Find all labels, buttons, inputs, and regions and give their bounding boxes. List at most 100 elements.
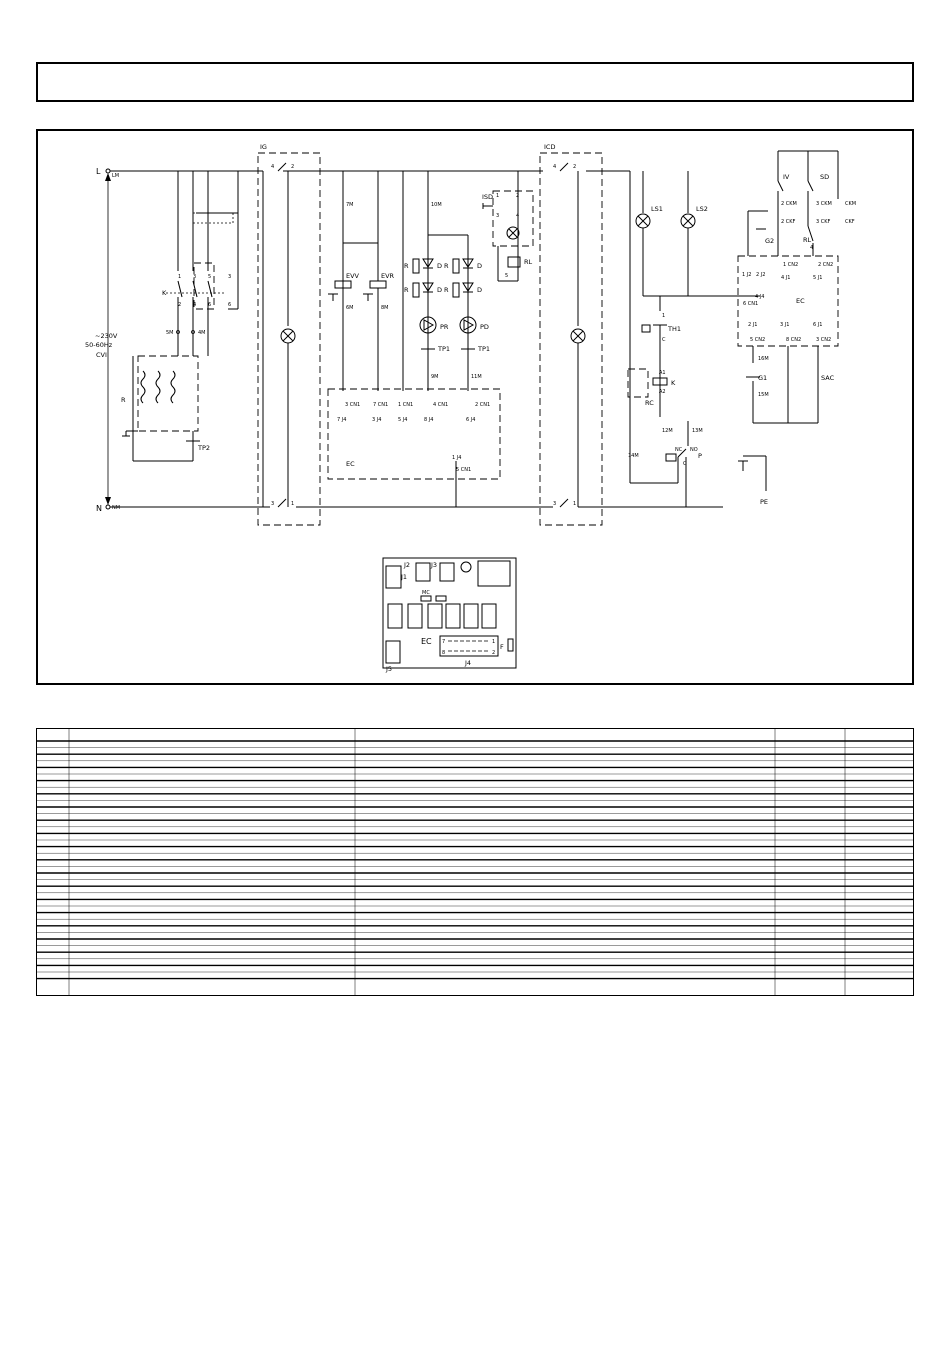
p-term-NO: NO [690,447,698,453]
ec-1CN1: 1 CN1 [398,402,413,408]
label-R: R [121,396,126,404]
title-box [36,62,914,102]
ec-5CN1: 5 CN1 [456,467,471,473]
PR-pump [419,316,437,334]
supply-section: L LM N NM ~230V 50-60Hz CVI [85,167,723,513]
th1-term-1: 1 [662,313,665,319]
heater-R-box [137,355,199,432]
label-RC: RC [645,399,654,407]
pcb-pin-2: 2 [492,650,495,656]
label-ISD: ISD [482,193,493,201]
label-D4: D [477,286,482,294]
label-R4: R [444,286,449,294]
legend-table [36,728,914,996]
label-K: K [162,289,167,297]
k-right-3: 3 [228,274,231,280]
pcb-connector-J2 [415,562,431,582]
p-term-C: C [683,461,687,467]
ec-4J4: 4 J4 [755,294,764,300]
ec-5J4: 5 J4 [398,417,407,423]
k-relay-A2: A2 [659,389,666,395]
label-G1: G1 [758,374,767,382]
terminal-L [105,168,111,174]
label-N: N [96,504,102,513]
wire-2CKF: 2 CKF [781,219,796,225]
ig-term-3: 3 [271,501,274,507]
p-term-NC: NC [675,447,683,453]
rl-term-4: 4 [810,245,813,251]
label-TP1-a: TP1 [437,345,450,353]
label-TP1-b: TP1 [477,345,490,353]
ec-6J4: 6 J4 [466,417,475,423]
label-LM: LM [112,173,119,179]
EC-board-left: 3 CN1 7 CN1 1 CN1 4 CN1 2 CN1 7 J4 3 J4 … [327,388,501,507]
k-contact-1: 1 [178,274,181,280]
wire-9M: 9M [431,374,439,380]
ec-2J1: 2 J1 [748,322,757,328]
k-contact-2: 2 [178,302,181,308]
label-D3: D [477,262,482,270]
th1-term-C: C [662,337,666,343]
ec-2CN2: 2 CN2 [818,262,833,268]
ig-term-2: 2 [291,164,294,170]
pcb-label-J3: J3 [430,561,437,569]
wire-CKM: CKM [845,201,856,207]
ec-3CN1: 3 CN1 [345,402,360,408]
ec-4CN1: 4 CN1 [433,402,448,408]
ig-term-1: 1 [291,501,294,507]
label-EVR: EVR [381,272,395,280]
ISD-box [492,190,534,247]
pcb-connector-J4 [439,635,499,657]
label-IG: IG [260,143,267,151]
label-R1: R [404,262,409,270]
ec-6CN1: 6 CN1 [743,301,758,307]
control-section-right: IV SD 2 CKM 3 CKM CKM 2 CKF 3 CKF CKF RL… [737,150,856,506]
ec-2CN1: 2 CN1 [475,402,490,408]
EC-board-right [737,255,839,347]
label-P: P [698,452,702,460]
isd-term-1: 1 [496,193,499,199]
pcb-pin-1: 1 [492,639,495,645]
icd-term-1: 1 [573,501,576,507]
label-PD: PD [480,323,489,331]
label-D1: D [437,262,442,270]
label-PR: PR [440,323,449,331]
pcb-label-J4: J4 [464,659,471,667]
label-G2: G2 [765,237,774,245]
wire-8M: 8M [381,305,389,311]
k-right-6: 6 [228,302,231,308]
lamps-thermostat-section: LS1 LS2 TH1 1 C RC K A1 A2 12M 13M 14M N… [627,171,760,507]
K-relay-coil [652,377,668,386]
ig-term-4: 4 [271,164,274,170]
PD-pump [459,316,477,334]
label-SD: SD [820,173,829,181]
isd-term-3: 3 [496,213,499,219]
icd-term-2: 2 [573,164,576,170]
wire-15M: 15M [758,392,769,398]
label-LS2: LS2 [696,205,708,213]
label-R3: R [444,262,449,270]
wire-14M: 14M [628,453,639,459]
wire-3CKF: 3 CKF [816,219,831,225]
pcb-label-EC: EC [421,637,432,646]
wire-4M: 4M [198,330,206,336]
k-contact-6: 6 [208,302,211,308]
wire-6M: 6M [346,305,354,311]
pcb-label-MC: MC [422,590,430,596]
ec-7CN1: 7 CN1 [373,402,388,408]
isd-term-5: 5 [505,273,508,279]
icd-term-3: 3 [553,501,556,507]
ec-5J1: 5 J1 [813,275,822,281]
label-D2: D [437,286,442,294]
label-EC-left: EC [346,460,355,468]
label-ICD: ICD [544,143,555,151]
ec-2J2: 2 J2 [756,272,765,278]
pcb-label-J1: J1 [400,573,407,581]
EVV-coil [334,280,352,289]
k-contact-5: 5 [208,274,211,280]
pcb-connector-J5 [385,640,401,664]
label-supply-frequency: 50-60Hz [85,341,113,349]
wire-12M: 12M [662,428,673,434]
label-TH1: TH1 [667,325,681,333]
ec-8CN2: 8 CN2 [786,337,801,343]
